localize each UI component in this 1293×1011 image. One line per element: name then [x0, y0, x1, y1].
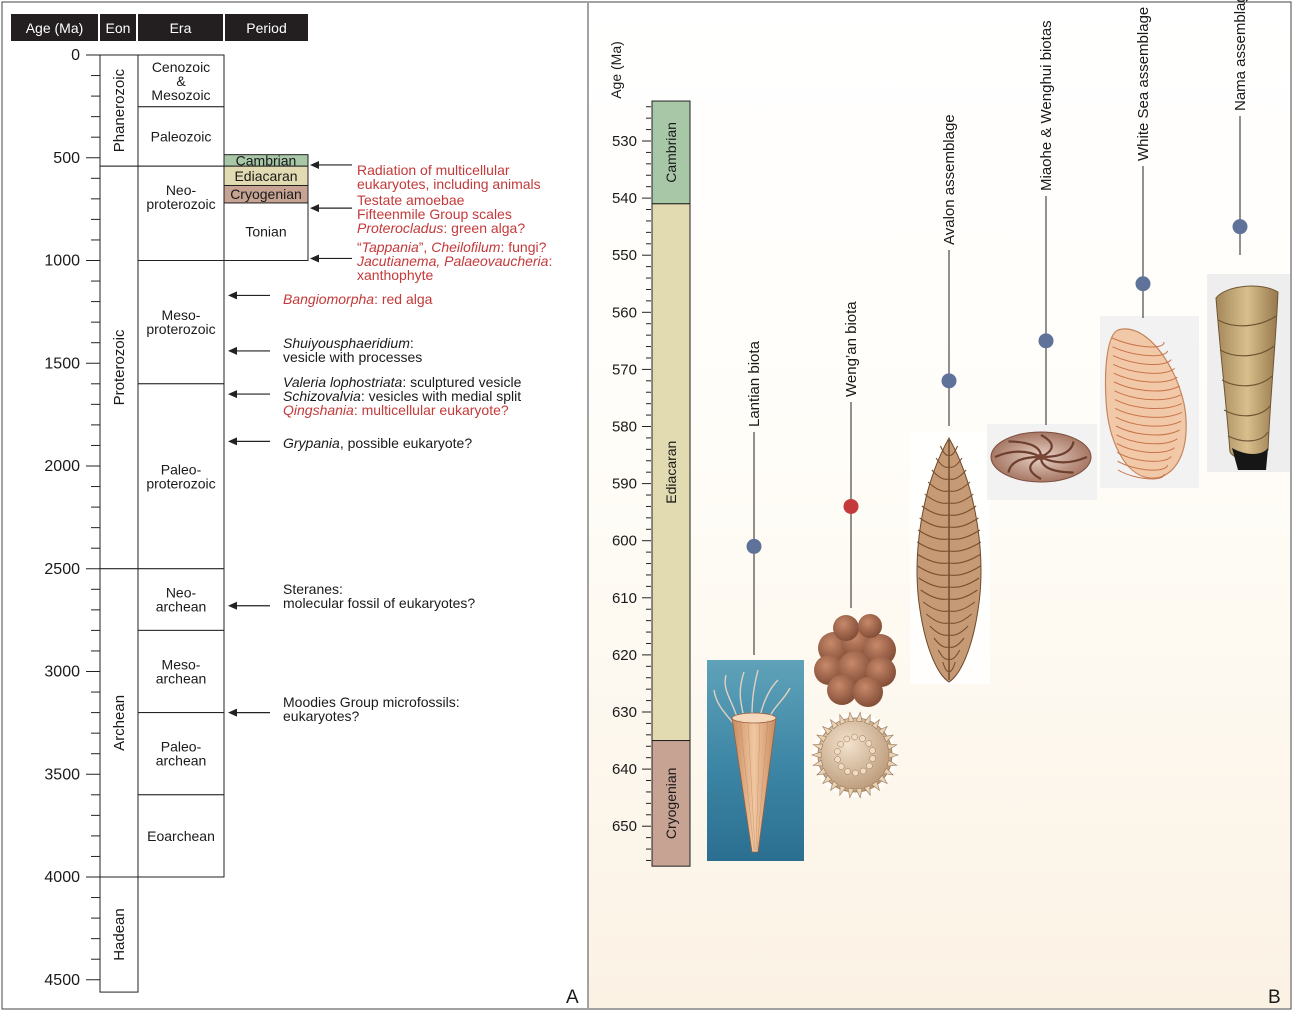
age-tick-label: 2000: [44, 458, 80, 475]
age-tick-label: 500: [53, 150, 80, 167]
annotation-text: vesicle with processes: [283, 349, 422, 365]
b-period-label: Cambrian: [663, 122, 679, 183]
panel-a-eon-column: PhanerozoicProterozoicArcheanHadean: [100, 55, 138, 992]
annotation-segment: : green alga?: [443, 220, 525, 236]
biota-label: Avalon assemblage: [941, 114, 958, 245]
era-label: Mesozoic: [151, 87, 210, 103]
era-cell: [138, 166, 224, 260]
era-label: archean: [156, 671, 207, 687]
cloudina-tube-fossil: [1207, 274, 1290, 472]
era-label: archean: [156, 599, 207, 615]
annotation-segment: Proterocladus: [357, 220, 443, 236]
biota-label: Nama assemblage: [1232, 0, 1249, 111]
b-age-tick-label: 630: [612, 704, 637, 721]
annotation-text: eukaryotes?: [283, 708, 359, 724]
header-period-label: Period: [246, 20, 286, 36]
annotation-text: Bangiomorpha: red alga: [283, 291, 433, 307]
age-tick-label: 1500: [44, 355, 80, 372]
annotation-segment: Bangiomorpha: [283, 291, 374, 307]
lantian-fossil-illustration: [707, 660, 804, 861]
b-age-tick-label: 590: [612, 476, 637, 493]
annotation-text: eukaryotes, including animals: [357, 176, 541, 192]
era-label: Paleozoic: [151, 128, 212, 144]
b-age-tick-label: 600: [612, 533, 637, 550]
panel-a-period-column: CambrianEdiacaranCryogenianTonian: [224, 152, 308, 260]
biota-label: White Sea assemblage: [1135, 7, 1152, 161]
biota-label: Weng’an biota: [843, 301, 860, 397]
panel-b-period-bar: CambrianEdiacaranCryogenian: [652, 101, 690, 866]
b-age-tick-label: 540: [612, 190, 637, 207]
biota-label: Lantian biota: [746, 340, 763, 427]
annotation-segment: Grypania: [283, 435, 340, 451]
biota-age-dot: [1136, 276, 1151, 291]
age-tick-label: 2500: [44, 561, 80, 578]
annotation-text: xanthophyte: [357, 267, 433, 283]
b-period-label: Ediacaran: [663, 441, 679, 504]
b-age-tick-label: 620: [612, 647, 637, 664]
b-period-label: Cryogenian: [663, 768, 679, 840]
b-age-tick-label: 570: [612, 361, 637, 378]
era-label: archean: [156, 753, 207, 769]
biota-age-dot: [844, 499, 859, 514]
biota-age-dot: [1039, 333, 1054, 348]
b-age-tick-label: 650: [612, 818, 637, 835]
eoandromeda-fossil: [987, 424, 1097, 500]
era-label: proterozoic: [146, 196, 215, 212]
period-label: Tonian: [245, 224, 286, 240]
annotation-segment: : multicellular eukaryote?: [354, 402, 509, 418]
lantian-cone-rim: [732, 713, 776, 723]
period-label: Cryogenian: [230, 186, 302, 202]
age-tick-label: 3000: [44, 664, 80, 681]
annotation-segment: molecular fossil of eukaryotes?: [283, 595, 475, 611]
biota-label: Miaohe & Wenghui biotas: [1038, 20, 1055, 191]
biota-age-dot: [747, 539, 762, 554]
eon-label: Archean: [111, 695, 128, 751]
header-age-label: Age (Ma): [26, 20, 84, 36]
header-eon-label: Eon: [106, 20, 131, 36]
rangeomorph-frond-fossil: [910, 432, 990, 684]
header-era-label: Era: [170, 20, 192, 36]
annotation-text: Grypania, possible eukaryote?: [283, 435, 472, 451]
annotation-text: Qingshania: multicellular eukaryote?: [283, 402, 509, 418]
annotation-segment: :: [548, 253, 552, 269]
biota-age-dot: [942, 373, 957, 388]
b-age-tick-label: 610: [612, 590, 637, 607]
eon-label: Proterozoic: [111, 329, 128, 405]
era-label: Eoarchean: [147, 828, 215, 844]
panel-a-header: Age (Ma) Eon Era Period: [11, 14, 308, 41]
panel-b-axis-label: Age (Ma): [608, 41, 624, 99]
dickinsonia-fossil: [1100, 316, 1199, 488]
age-tick-label: 0: [71, 47, 80, 64]
age-tick-label: 4000: [44, 869, 80, 886]
biota-age-dot: [1233, 219, 1248, 234]
annotation-segment: vesicle with processes: [283, 349, 422, 365]
annotation-segment: , possible eukaryote?: [340, 435, 473, 451]
panel-a-era-column: Cenozoic&MesozoicPaleozoicNeo-proterozoi…: [138, 55, 224, 877]
era-label: proterozoic: [146, 475, 215, 491]
b-age-tick-label: 530: [612, 133, 637, 150]
panel-b-letter: B: [1268, 987, 1281, 1008]
eon-label: Hadean: [111, 908, 128, 961]
b-age-tick-label: 580: [612, 419, 637, 436]
annotation-segment: Qingshania: [283, 402, 354, 418]
annotation-segment: eukaryotes, including animals: [357, 176, 541, 192]
b-age-tick-label: 560: [612, 304, 637, 321]
annotation-text: Proterocladus: green alga?: [357, 220, 525, 236]
age-tick-label: 3500: [44, 766, 80, 783]
annotation-segment: xanthophyte: [357, 267, 433, 283]
eon-label: Phanerozoic: [111, 68, 128, 152]
b-age-tick-label: 640: [612, 761, 637, 778]
b-age-tick-label: 550: [612, 247, 637, 264]
panel-a-letter: A: [566, 987, 579, 1008]
age-tick-label: 4500: [44, 972, 80, 989]
period-label: Ediacaran: [234, 168, 297, 184]
annotation-segment: eukaryotes?: [283, 708, 359, 724]
age-tick-label: 1000: [44, 253, 80, 270]
annotation-segment: : red alga: [374, 291, 433, 307]
annotation-text: molecular fossil of eukaryotes?: [283, 595, 475, 611]
era-label: proterozoic: [146, 321, 215, 337]
